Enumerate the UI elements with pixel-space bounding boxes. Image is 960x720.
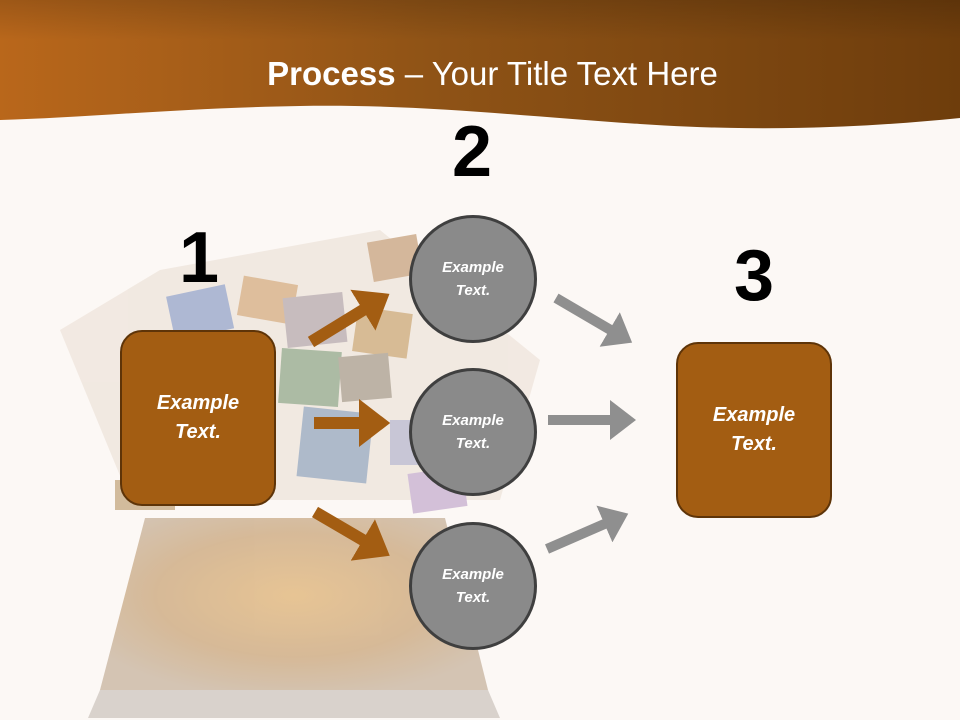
step-box-3-label: Example Text. <box>712 404 796 455</box>
circle-1-label: Example Text. <box>442 259 504 299</box>
step-number-1: 1 <box>178 218 220 298</box>
arrow-to-circle-1 <box>307 289 390 348</box>
arrow-to-circle-3 <box>311 506 390 561</box>
step-number-2: 2 <box>451 112 493 192</box>
step-box-1: Example Text. <box>120 330 276 506</box>
arrow-from-circle-1 <box>553 293 633 347</box>
arrow-from-circle-3 <box>545 505 629 554</box>
circle-3-label: Example Text. <box>442 566 504 606</box>
step-number-3: 3 <box>733 236 775 316</box>
circle-2: Example Text. <box>409 368 537 496</box>
circle-3: Example Text. <box>409 522 537 650</box>
title-bold: Process <box>267 55 396 92</box>
slide-title: Process – Your Title Text Here <box>0 52 960 96</box>
circle-2-label: Example Text. <box>442 412 504 452</box>
circle-1: Example Text. <box>409 215 537 343</box>
step-box-3: Example Text. <box>676 342 832 518</box>
title-rest: – Your Title Text Here <box>395 55 718 92</box>
step-box-1-label: Example Text. <box>156 392 240 443</box>
